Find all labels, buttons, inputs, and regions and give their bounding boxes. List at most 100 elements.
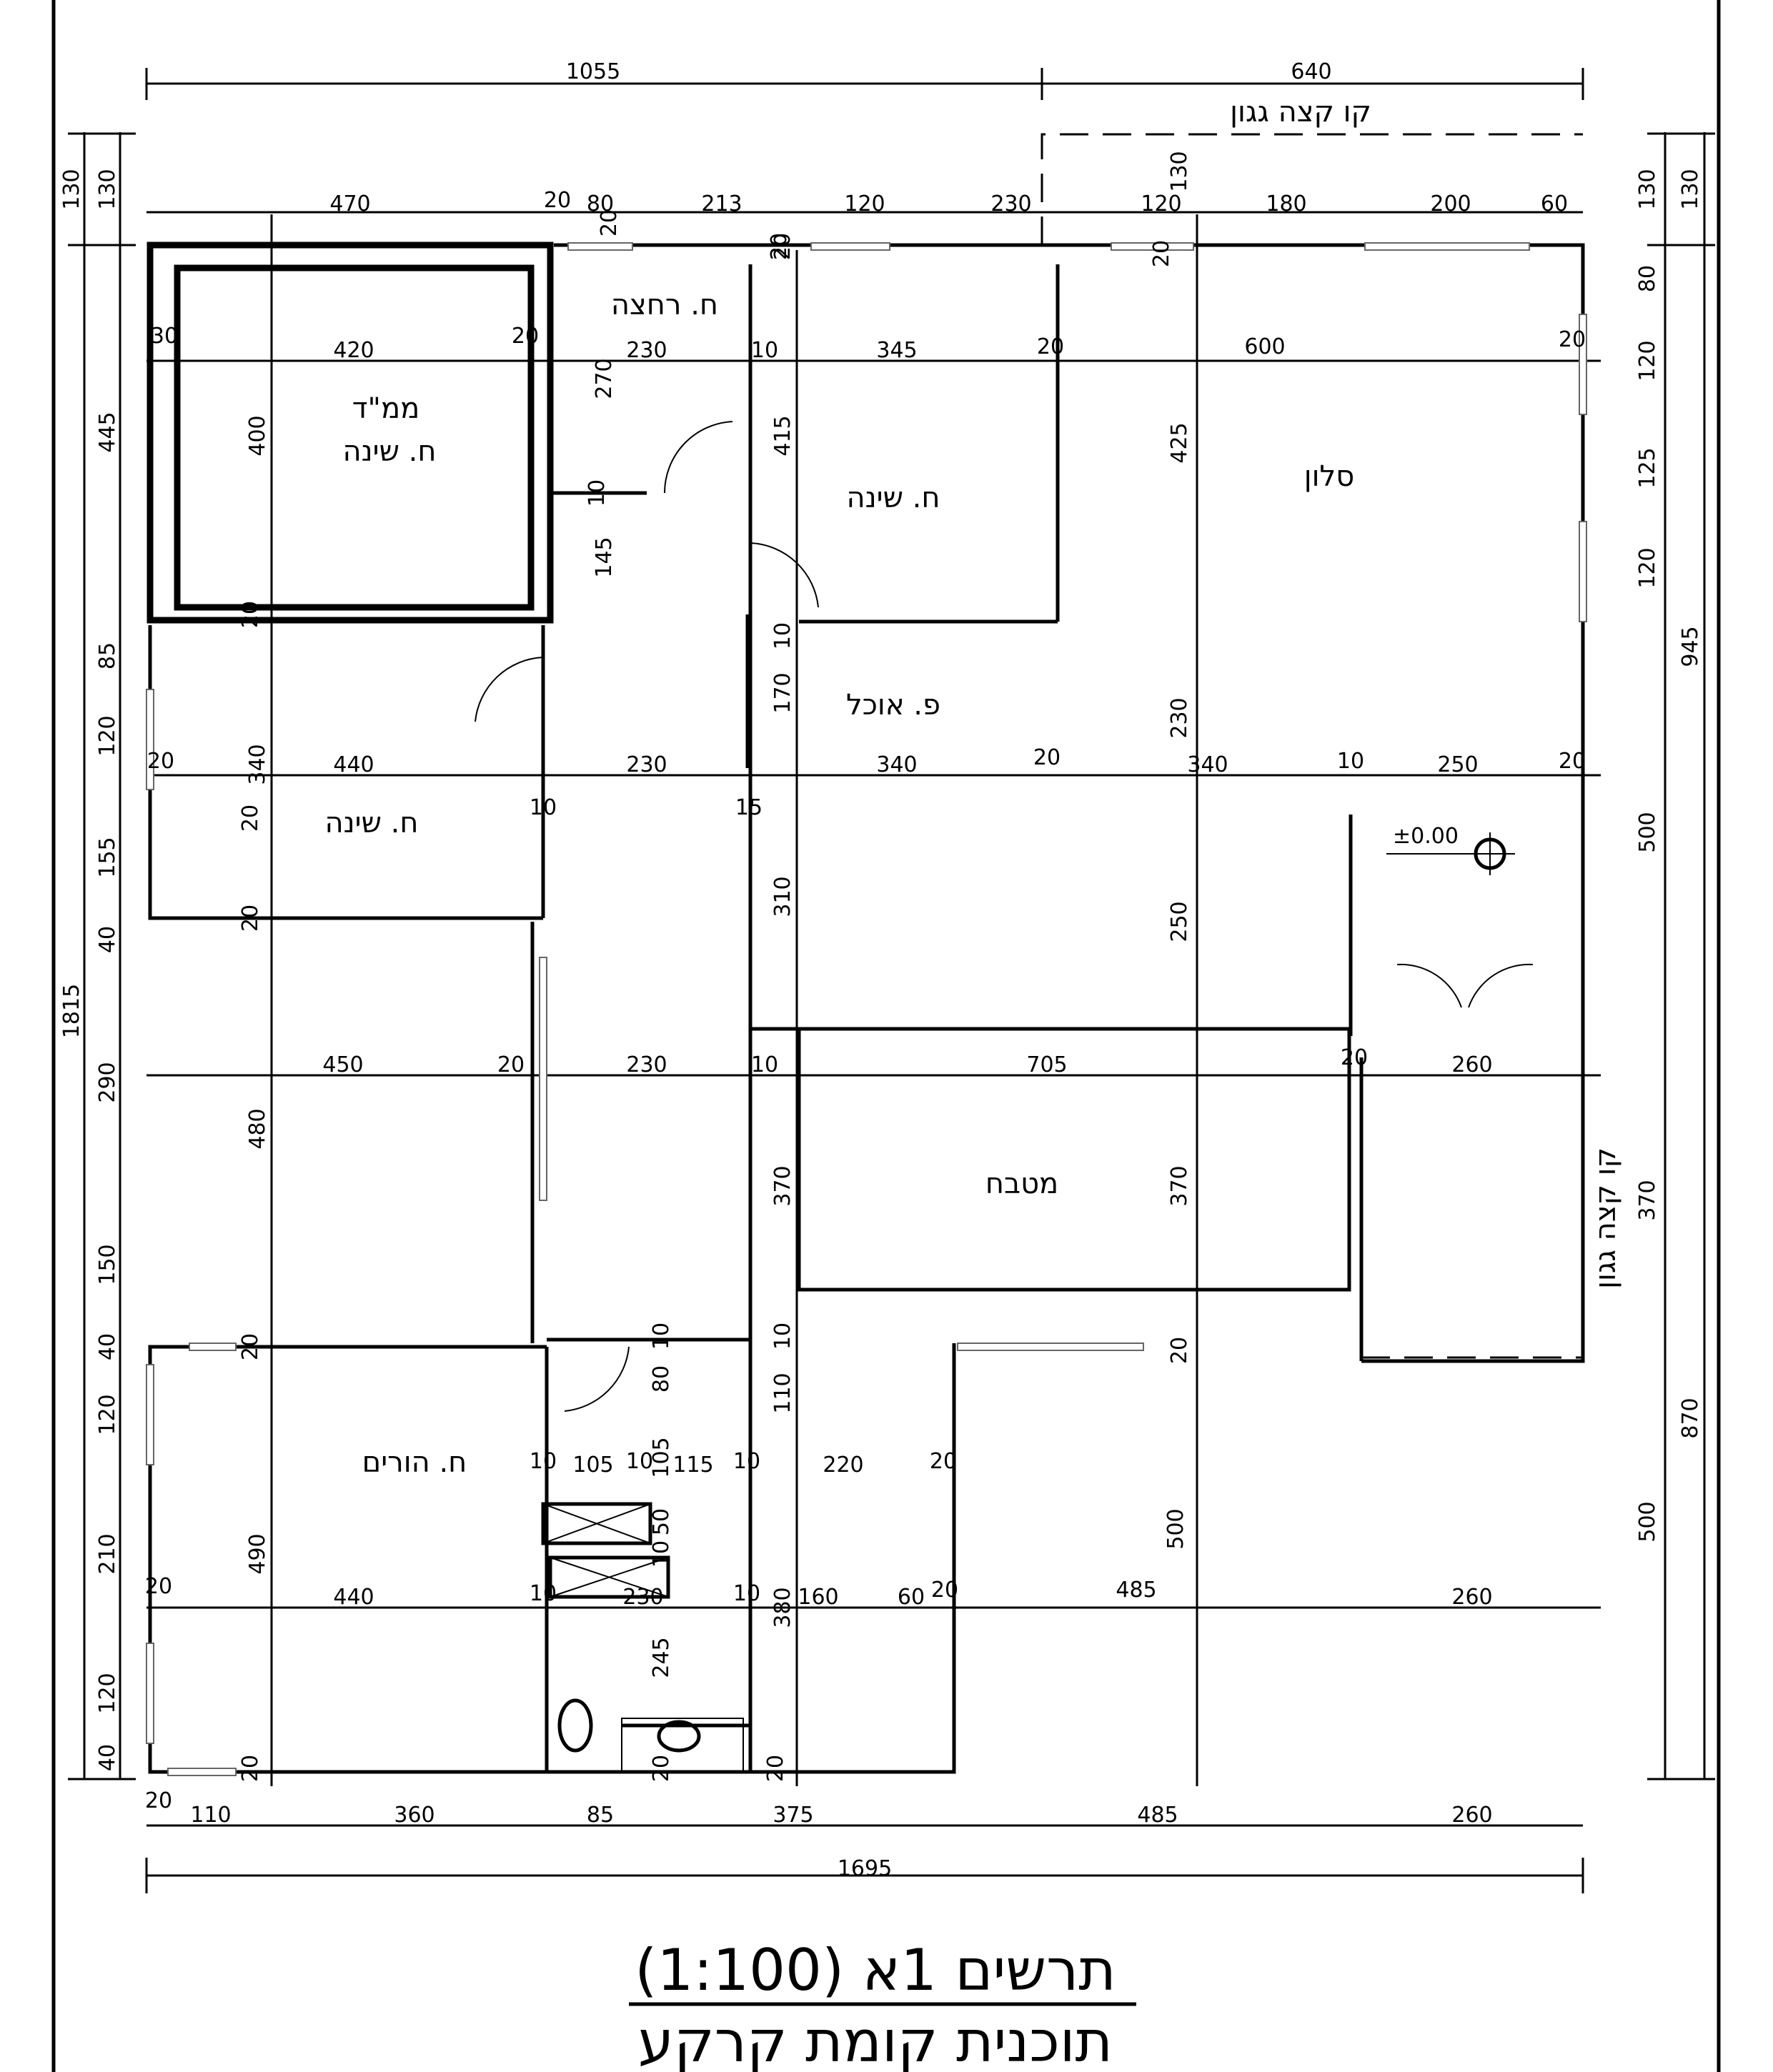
dim-left-inner-5: 40 bbox=[95, 926, 120, 953]
left-dimension-lines bbox=[68, 132, 136, 1780]
dim-left-inner-4: 155 bbox=[95, 837, 120, 877]
dim-row-b-11: 250 bbox=[1437, 752, 1478, 777]
dim-row-b-14: 310 bbox=[770, 876, 795, 917]
room-label-salon: סלון bbox=[1304, 460, 1355, 493]
dim-mid-5: 20 bbox=[238, 601, 263, 628]
dim-top-detail-0: 470 bbox=[329, 191, 370, 216]
dim-right-inner-2: 120 bbox=[1635, 340, 1660, 381]
dim-right-inner-6: 370 bbox=[1635, 1180, 1660, 1220]
dim-row-b-10: 10 bbox=[1337, 749, 1364, 774]
dim-top-detail-5: 20 bbox=[767, 233, 792, 260]
dim-row-f-0: 20 bbox=[145, 1574, 172, 1599]
windows bbox=[146, 242, 1587, 1776]
dim-row-f-8: 380 bbox=[770, 1587, 795, 1628]
dim-row-f-16: 20 bbox=[649, 1755, 674, 1782]
dim-row-b-12: 20 bbox=[1559, 749, 1586, 774]
dim-row-f-6: 230 bbox=[622, 1585, 663, 1610]
dim-left-outer-0: 130 bbox=[59, 169, 84, 209]
dim-mid-6: 10 bbox=[770, 622, 795, 649]
dim-row-b-6: 340 bbox=[876, 752, 917, 777]
exterior-walls bbox=[148, 243, 1585, 1774]
dim-right-inner-3: 125 bbox=[1635, 447, 1660, 488]
dim-row-c-3: 20 bbox=[497, 1052, 525, 1077]
dim-row-c-1: 480 bbox=[245, 1108, 270, 1149]
right-dimension-lines bbox=[1647, 132, 1715, 1780]
dim-bottom-detail-4: 375 bbox=[773, 1803, 813, 1828]
dim-top-detail-12: 200 bbox=[1430, 191, 1471, 216]
dim-mid-4: 20 bbox=[770, 233, 795, 260]
dim-row-f-10: 60 bbox=[898, 1585, 925, 1610]
dim-row-a-2: 20 bbox=[512, 324, 539, 349]
dim-row-b-8: 230 bbox=[1167, 697, 1192, 738]
dim-row-c-11: 20 bbox=[1167, 1337, 1192, 1364]
dim-row-b-3: 10 bbox=[530, 795, 557, 820]
dim-row-e-7: 20 bbox=[930, 1449, 957, 1474]
dim-bottom-detail-0: 20 bbox=[145, 1788, 172, 1813]
dim-row-e-2: 10 bbox=[626, 1449, 653, 1474]
dim-row-c-0: 20 bbox=[238, 905, 263, 932]
dim-row-b-13: 20 bbox=[238, 805, 263, 832]
dim-row-b-1: 340 bbox=[245, 744, 270, 785]
roof-edge-lines bbox=[1041, 133, 1583, 1359]
roof-edge-label-side: קו קצה גגון bbox=[1589, 1147, 1622, 1289]
dim-left-inner-9: 120 bbox=[95, 1394, 120, 1435]
dim-bottom-overall-0: 1695 bbox=[838, 1856, 892, 1881]
dim-row-c-4: 230 bbox=[626, 1052, 667, 1077]
dim-right-inner-5: 500 bbox=[1635, 812, 1660, 852]
dim-row-a-4: 230 bbox=[626, 338, 667, 363]
dim-row-d-0: 10 bbox=[649, 1323, 674, 1350]
dim-row-b-4: 230 bbox=[626, 752, 667, 777]
elevation-label: ±0.00 bbox=[1393, 824, 1459, 849]
dim-right-outer-1: 945 bbox=[1678, 626, 1703, 667]
dim-mid-2: 145 bbox=[592, 537, 617, 577]
grid-lines bbox=[146, 214, 1601, 1786]
dim-row-c-5: 10 bbox=[751, 1052, 778, 1077]
dim-top-detail-1: 20 bbox=[544, 188, 571, 213]
dim-row-e-8: 500 bbox=[1163, 1508, 1188, 1549]
dim-top-detail-8: 120 bbox=[1141, 191, 1181, 216]
dim-top-detail-7: 230 bbox=[990, 191, 1031, 216]
elevation-marker bbox=[1386, 832, 1515, 875]
drawing-title-name: תוכנית קומת קרקע bbox=[638, 2008, 1113, 2072]
dim-row-e-4: 115 bbox=[672, 1453, 713, 1478]
dim-row-b-15: 250 bbox=[1167, 901, 1192, 942]
dim-bottom-detail-1: 110 bbox=[190, 1803, 231, 1828]
dim-row-b-7: 20 bbox=[1033, 745, 1061, 770]
dim-top-detail-2: 80 bbox=[587, 191, 614, 216]
dim-top-detail-6: 120 bbox=[844, 191, 885, 216]
dim-row-d-2: 80 bbox=[649, 1365, 674, 1393]
dim-row-f-17: 20 bbox=[763, 1755, 788, 1782]
dim-row-d-4: 20 bbox=[238, 1333, 263, 1360]
dim-top-detail-9: 130 bbox=[1167, 151, 1192, 191]
dim-row-a-7: 20 bbox=[1037, 334, 1064, 359]
dim-top-detail-11: 180 bbox=[1266, 191, 1306, 216]
dim-row-a-5: 10 bbox=[751, 338, 778, 363]
dim-left-inner-11: 120 bbox=[95, 1673, 120, 1713]
dim-left-inner-12: 40 bbox=[95, 1744, 120, 1771]
dim-left-outer-1: 1815 bbox=[59, 984, 84, 1038]
dim-top-detail-4: 213 bbox=[701, 191, 742, 216]
dim-row-e-1: 105 bbox=[572, 1453, 613, 1478]
dim-row-f-2: 440 bbox=[333, 1585, 374, 1610]
room-label-bedroom-north: ח. שינה bbox=[847, 482, 940, 514]
dim-row-e-5: 10 bbox=[733, 1449, 760, 1474]
top-dimension-lines bbox=[145, 68, 1584, 214]
dim-mid-7: 170 bbox=[770, 672, 795, 713]
dim-row-f-13: 260 bbox=[1451, 1585, 1492, 1610]
dim-row-a-3: 270 bbox=[592, 358, 617, 399]
dim-mid-3: 415 bbox=[770, 415, 795, 456]
dim-right-inner-4: 120 bbox=[1635, 547, 1660, 588]
dim-top-detail-13: 60 bbox=[1541, 191, 1568, 216]
dim-row-c-2: 450 bbox=[322, 1052, 363, 1077]
door-swings bbox=[475, 421, 1534, 1412]
bathroom-fixtures bbox=[541, 1502, 744, 1773]
room-label-bedroom-mamad: ח. שינה bbox=[343, 435, 437, 468]
dim-row-f-3: 10 bbox=[530, 1581, 557, 1606]
dim-row-f-15: 20 bbox=[238, 1755, 263, 1782]
dim-row-f-11: 20 bbox=[931, 1578, 958, 1603]
dim-right-inner-0: 130 bbox=[1635, 169, 1660, 209]
room-label-parents: ח. הורים bbox=[362, 1446, 467, 1479]
dim-left-inner-7: 150 bbox=[95, 1244, 120, 1285]
dim-row-f-7: 10 bbox=[733, 1581, 760, 1606]
drawing-title-scale: תרשים 1א (1:100) bbox=[635, 1937, 1116, 2003]
